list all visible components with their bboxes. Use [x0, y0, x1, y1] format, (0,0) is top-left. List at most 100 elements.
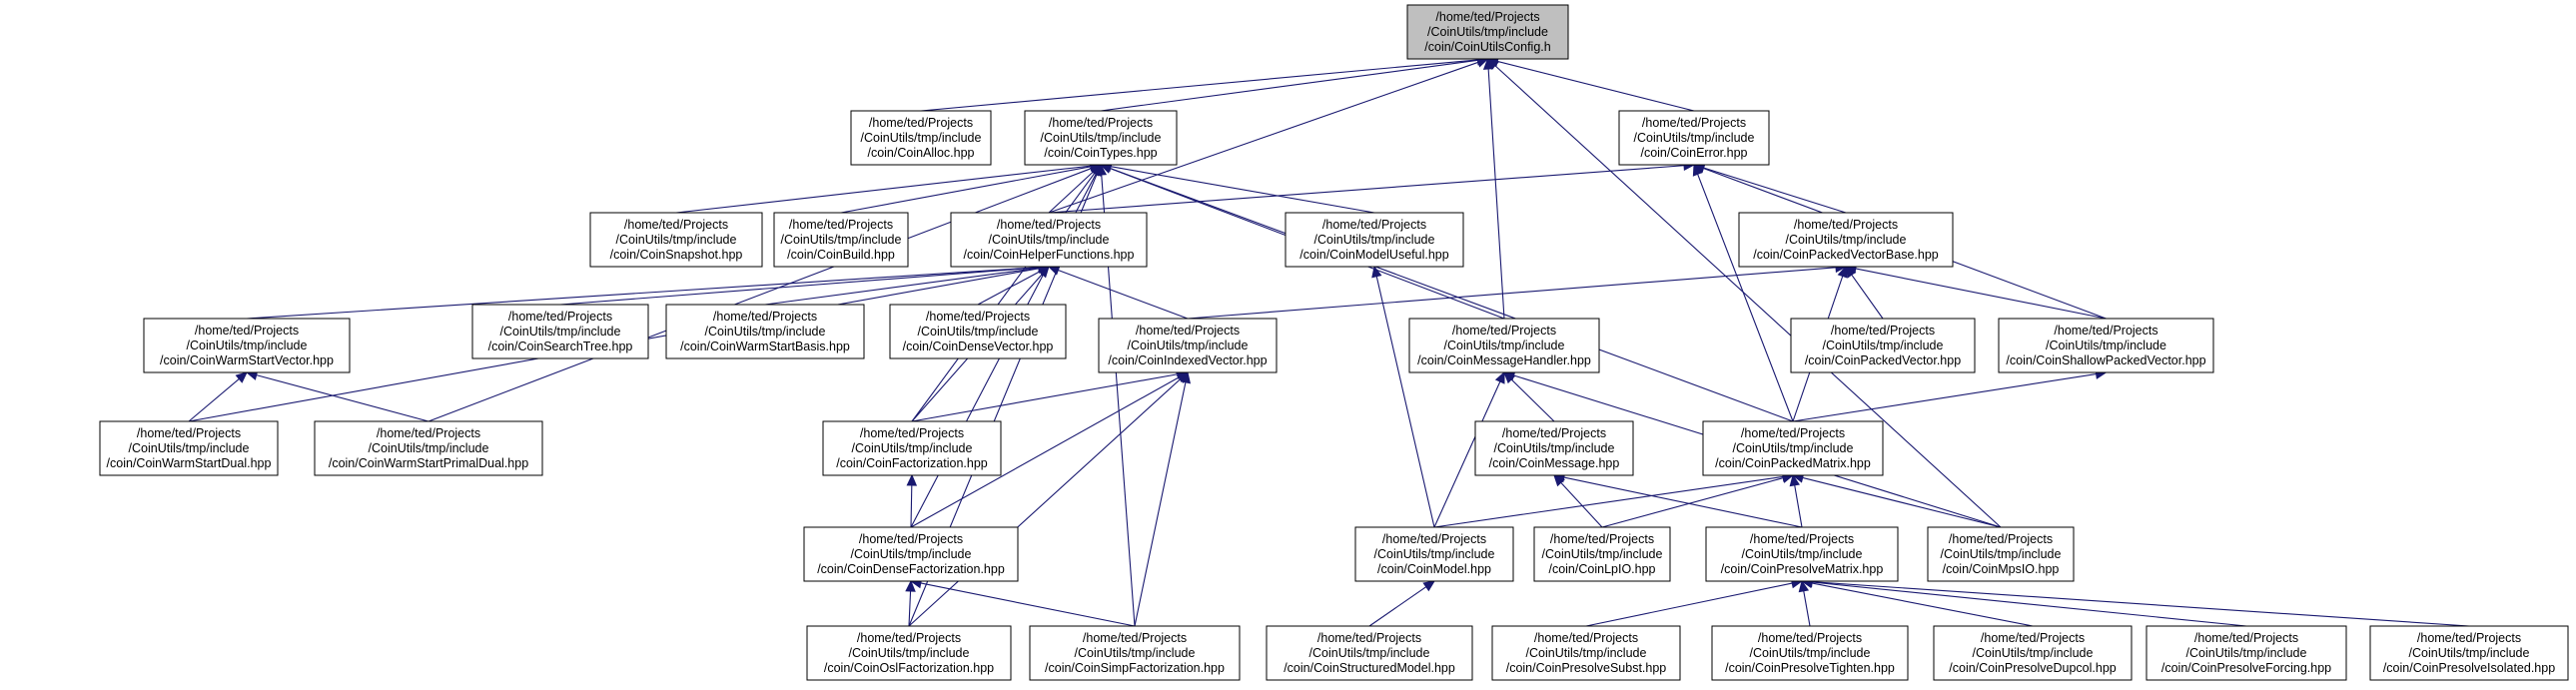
dependency-edge — [1048, 160, 1696, 214]
node-box — [1790, 318, 1976, 373]
file-node-coinmessagehandler-hpp[interactable]: /home/ted/Projects/CoinUtils/tmp/include… — [1408, 318, 1600, 373]
file-node-coinindexedvector-hpp[interactable]: /home/ted/Projects/CoinUtils/tmp/include… — [1098, 318, 1278, 373]
edge-line — [1851, 274, 1884, 320]
file-node-coinpresolvetighten-hpp[interactable]: /home/ted/Projects/CoinUtils/tmp/include… — [1711, 625, 1909, 681]
node-label-line: /CoinUtils/tmp/include — [1750, 646, 1871, 660]
node-label-line: /home/ted/Projects — [1534, 631, 1638, 645]
dependency-edge — [977, 266, 1051, 306]
file-node-coinpresolvesubst-hpp[interactable]: /home/ted/Projects/CoinUtils/tmp/include… — [1491, 625, 1681, 681]
node-box — [1474, 420, 1634, 476]
file-node-coinwarmstartvector-hpp[interactable]: /home/ted/Projects/CoinUtils/tmp/include… — [143, 318, 351, 373]
file-node-coinshallowpackedvector-hpp[interactable]: /home/ted/Projects/CoinUtils/tmp/include… — [1998, 318, 2214, 373]
file-node-coinwarmstartprimaldual-hpp[interactable]: /home/ted/Projects/CoinUtils/tmp/include… — [314, 420, 543, 476]
dependency-edge — [1552, 471, 1803, 528]
node-label-line: /home/ted/Projects — [1322, 218, 1426, 232]
edge-line — [188, 378, 240, 422]
file-node-coinpresolvematrix-hpp[interactable]: /home/ted/Projects/CoinUtils/tmp/include… — [1705, 526, 1899, 582]
dependency-edge — [909, 577, 1136, 627]
file-node-coindensefactorization-hpp[interactable]: /home/ted/Projects/CoinUtils/tmp/include… — [803, 526, 1019, 582]
node-label-line: /coin/CoinPackedMatrix.hpp — [1715, 456, 1871, 470]
edge-line — [1487, 68, 1505, 320]
dependency-edge — [1187, 262, 1848, 320]
file-node-coinutilsconfig-h[interactable]: /home/ted/Projects/CoinUtils/tmp/include… — [1406, 4, 1569, 60]
node-label-line: /home/ted/Projects — [624, 218, 728, 232]
dependency-edge — [188, 371, 248, 422]
file-node-coinmodeluseful-hpp[interactable]: /home/ted/Projects/CoinUtils/tmp/include… — [1285, 212, 1464, 268]
node-box — [589, 212, 763, 268]
arrowhead-icon — [1798, 579, 1810, 593]
file-node-coinpackedvectorbase-hpp[interactable]: /home/ted/Projects/CoinUtils/tmp/include… — [1738, 212, 1954, 268]
edge-line — [1794, 484, 1803, 528]
edge-line — [428, 168, 1092, 422]
node-label-line: /CoinUtils/tmp/include — [1973, 646, 2094, 660]
edge-line — [1560, 481, 1603, 528]
node-label-line: /coin/CoinWarmStartPrimalDual.hpp — [329, 456, 528, 470]
node-label-line: /coin/CoinUtilsConfig.h — [1424, 40, 1550, 54]
file-node-coinpackedmatrix-hpp[interactable]: /home/ted/Projects/CoinUtils/tmp/include… — [1702, 420, 1884, 476]
file-node-coinsnapshot-hpp[interactable]: /home/ted/Projects/CoinUtils/tmp/include… — [589, 212, 763, 268]
edge-line — [1433, 475, 1784, 528]
node-box — [1406, 4, 1569, 60]
edge-line — [1187, 267, 1837, 320]
node-box — [1705, 526, 1899, 582]
node-label-line: /CoinUtils/tmp/include — [1823, 339, 1944, 352]
file-node-coinmessage-hpp[interactable]: /home/ted/Projects/CoinUtils/tmp/include… — [1474, 420, 1634, 476]
edge-line — [908, 590, 912, 627]
node-box — [803, 526, 1019, 582]
node-label-line: /coin/CoinSimpFactorization.hpp — [1045, 661, 1225, 675]
file-node-coinalloc-hpp[interactable]: /home/ted/Projects/CoinUtils/tmp/include… — [850, 110, 992, 166]
node-label-line: /home/ted/Projects — [1435, 10, 1539, 24]
node-label-line: /CoinUtils/tmp/include — [918, 325, 1039, 339]
node-label-line: /CoinUtils/tmp/include — [1041, 131, 1162, 145]
dependency-edge — [908, 371, 1189, 627]
node-label-line: /coin/CoinShallowPackedVector.hpp — [2006, 353, 2205, 367]
file-node-coindensevector-hpp[interactable]: /home/ted/Projects/CoinUtils/tmp/include… — [889, 304, 1067, 359]
file-node-coinmpsio-hpp[interactable]: /home/ted/Projects/CoinUtils/tmp/include… — [1927, 526, 2075, 582]
file-node-coinwarmstartbasis-hpp[interactable]: /home/ted/Projects/CoinUtils/tmp/include… — [665, 304, 865, 359]
node-label-line: /CoinUtils/tmp/include — [1742, 547, 1863, 561]
file-node-coinsimpfactorization-hpp[interactable]: /home/ted/Projects/CoinUtils/tmp/include… — [1029, 625, 1241, 681]
file-node-coinpresolveforcing-hpp[interactable]: /home/ted/Projects/CoinUtils/tmp/include… — [2146, 625, 2347, 681]
edge-line — [1510, 378, 1555, 422]
edge-line — [920, 582, 1136, 627]
dependency-edge — [675, 160, 1103, 214]
node-label-line: /coin/CoinPresolveTighten.hpp — [1725, 661, 1895, 675]
node-label-line: /CoinUtils/tmp/include — [851, 547, 972, 561]
node-box — [665, 304, 865, 359]
file-node-coinhelperfunctions-hpp[interactable]: /home/ted/Projects/CoinUtils/tmp/include… — [950, 212, 1148, 268]
node-label-line: /CoinUtils/tmp/include — [1733, 441, 1854, 455]
file-node-coinwarmstartdual-hpp[interactable]: /home/ted/Projects/CoinUtils/tmp/include… — [99, 420, 279, 476]
edge-line — [1048, 61, 1479, 214]
file-node-coinpackedvector-hpp[interactable]: /home/ted/Projects/CoinUtils/tmp/include… — [1790, 318, 1976, 373]
file-node-coinerror-hpp[interactable]: /home/ted/Projects/CoinUtils/tmp/include… — [1618, 110, 1770, 166]
dependency-edge — [428, 163, 1103, 422]
node-box — [1029, 625, 1241, 681]
dependency-edge — [1099, 161, 1375, 214]
edge-line — [1802, 476, 2002, 528]
node-label-line: /CoinUtils/tmp/include — [1494, 441, 1615, 455]
file-node-coinpresolveisolated-hpp[interactable]: /home/ted/Projects/CoinUtils/tmp/include… — [2369, 625, 2569, 681]
edge-line — [1803, 590, 1811, 627]
file-node-coinbuild-hpp[interactable]: /home/ted/Projects/CoinUtils/tmp/include… — [773, 212, 909, 268]
file-node-coinoslfactorization-hpp[interactable]: /home/ted/Projects/CoinUtils/tmp/include… — [806, 625, 1012, 681]
node-box — [1618, 110, 1770, 166]
edge-line — [910, 484, 913, 528]
arrowhead-icon — [1494, 370, 1505, 384]
edge-line — [1110, 166, 1375, 214]
file-node-coinmodel-hpp[interactable]: /home/ted/Projects/CoinUtils/tmp/include… — [1354, 526, 1514, 582]
node-label-line: /home/ted/Projects — [137, 426, 241, 440]
file-node-coinpresolvedupcol-hpp[interactable]: /home/ted/Projects/CoinUtils/tmp/include… — [1933, 625, 2133, 681]
arrowhead-icon — [1422, 580, 1436, 592]
node-box — [850, 110, 992, 166]
file-node-coinstructuredmodel-hpp[interactable]: /home/ted/Projects/CoinUtils/tmp/include… — [1266, 625, 1473, 681]
file-node-coinfactorization-hpp[interactable]: /home/ted/Projects/CoinUtils/tmp/include… — [822, 420, 1002, 476]
node-box — [314, 420, 543, 476]
edge-line — [1792, 373, 2097, 422]
file-node-coinsearchtree-hpp[interactable]: /home/ted/Projects/CoinUtils/tmp/include… — [471, 304, 649, 359]
file-node-coinlpio-hpp[interactable]: /home/ted/Projects/CoinUtils/tmp/include… — [1533, 526, 1671, 582]
edge-line — [1855, 268, 2107, 320]
edge-line — [911, 373, 1179, 422]
node-label-line: /CoinUtils/tmp/include — [1374, 547, 1495, 561]
file-node-cointypes-hpp[interactable]: /home/ted/Projects/CoinUtils/tmp/include… — [1024, 110, 1178, 166]
node-label-line: /CoinUtils/tmp/include — [1075, 646, 1196, 660]
